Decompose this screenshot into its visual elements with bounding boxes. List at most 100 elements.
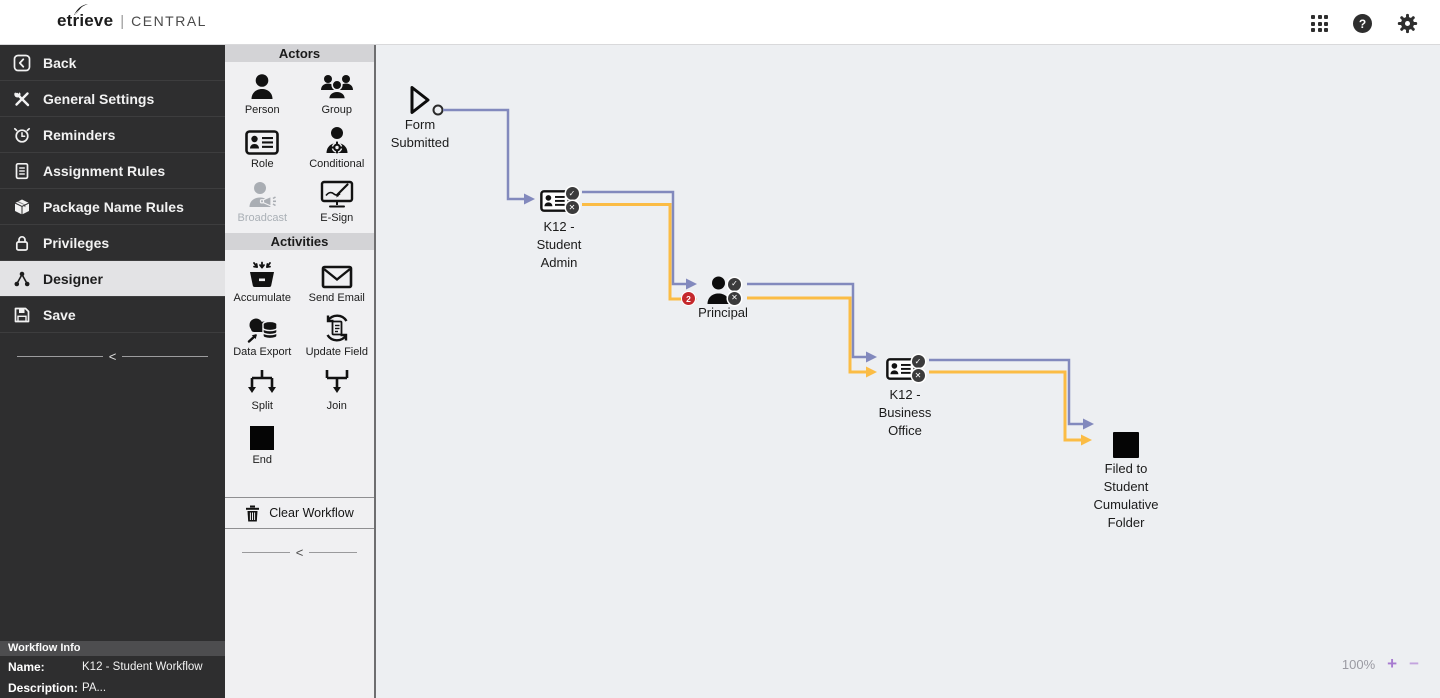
reject-connector-badge[interactable]: ✕	[565, 201, 579, 214]
clear-workflow-button[interactable]: Clear Workflow	[225, 497, 374, 529]
toolbox-item-end[interactable]: End	[225, 417, 300, 471]
zoom-control: 100% + −	[1342, 654, 1419, 674]
workflow-node-principal[interactable]: ✓ ✕ 2 Principal	[678, 276, 768, 322]
end-square-icon	[250, 426, 275, 450]
edge-student-admin-approve	[582, 190, 687, 286]
sidebar-item-label: Assignment Rules	[43, 162, 166, 179]
workflow-node-student-admin[interactable]: ✓ ✕ K12 - Student Admin	[514, 187, 604, 272]
edge-principal-reject	[747, 296, 867, 374]
arrowhead	[1081, 434, 1092, 446]
chevron-left-icon: <	[108, 348, 117, 364]
data-export-icon	[248, 318, 278, 343]
lock-icon	[15, 235, 29, 251]
logo-divider: |	[120, 13, 125, 30]
tools-icon	[14, 91, 30, 106]
sidebar-collapse-handle[interactable]: <	[0, 333, 225, 379]
sidebar-item-package-name-rules[interactable]: Package Name Rules	[0, 189, 225, 225]
conditional-icon	[326, 127, 348, 154]
toolbox-item-data-export[interactable]: Data Export	[225, 309, 300, 363]
workflow-edges	[432, 104, 1094, 446]
accumulate-icon	[250, 261, 275, 287]
toolbox-item-role[interactable]: Role	[225, 121, 300, 175]
settings-gear-icon[interactable]	[1397, 13, 1418, 34]
toolbox-item-update-field[interactable]: Update Field	[300, 309, 375, 363]
node-label: K12 - Student Admin	[536, 219, 582, 270]
node-label: Filed to Student Cumulative Folder	[1093, 461, 1159, 530]
workflow-info-panel: Workflow Info Name: K12 - Student Workfl…	[0, 641, 225, 698]
workflow-info-title: Workflow Info	[0, 641, 225, 656]
arrowhead	[866, 351, 877, 363]
zoom-in-button[interactable]: +	[1387, 654, 1398, 673]
workflow-description-label: Description:	[8, 681, 79, 695]
broadcast-icon	[249, 182, 277, 207]
zoom-level: 100%	[1341, 656, 1376, 672]
person-icon	[707, 276, 730, 304]
sidebar-item-label: Save	[43, 306, 76, 323]
esign-icon	[320, 180, 353, 208]
brand-name: etrieve	[57, 11, 114, 30]
sidebar-item-label: Package Name Rules	[43, 198, 184, 215]
role-card-icon	[245, 130, 280, 155]
sidebar-item-back[interactable]: Back	[0, 45, 225, 81]
person-icon	[251, 74, 273, 99]
pending-count-badge: 2	[682, 292, 695, 305]
workflow-description-value: PA...	[82, 682, 107, 694]
edge-business-office-reject	[929, 370, 1082, 442]
app-logo: etrieve | CENTRAL	[57, 4, 207, 31]
split-icon	[248, 370, 277, 393]
alarm-clock-icon	[13, 127, 31, 143]
sidebar-item-label: Privileges	[43, 234, 110, 251]
toolbox-collapse-handle[interactable]: <	[225, 529, 374, 575]
sidebar-item-label: Reminders	[43, 126, 116, 143]
zoom-out-button[interactable]: −	[1409, 654, 1419, 673]
workflow-node-business-office[interactable]: ✓ ✕ K12 - Business Office	[860, 355, 950, 440]
workflow-node-form-submitted[interactable]: Form Submitted	[375, 85, 465, 152]
arrowhead	[686, 278, 697, 290]
product-name: CENTRAL	[131, 13, 207, 29]
role-card-icon	[885, 357, 916, 380]
start-output-port[interactable]	[432, 104, 444, 116]
sidebar-item-label: Back	[43, 54, 77, 71]
update-field-icon	[326, 314, 348, 342]
group-icon	[320, 75, 353, 100]
edge-principal-approve	[747, 282, 867, 359]
arrowhead	[524, 193, 535, 205]
toolbox-item-esign[interactable]: E-Sign	[300, 175, 375, 229]
workflow-canvas[interactable]: Form Submitted ✓ ✕	[377, 45, 1440, 698]
reject-connector-badge[interactable]: ✕	[728, 291, 741, 305]
toolbox-item-conditional[interactable]: Conditional	[300, 121, 375, 175]
sidebar-item-reminders[interactable]: Reminders	[0, 117, 225, 153]
reject-connector-badge[interactable]: ✕	[911, 369, 925, 382]
toolbox-item-accumulate[interactable]: Accumulate	[225, 255, 300, 309]
approve-connector-badge[interactable]: ✓	[565, 187, 579, 200]
approve-connector-badge[interactable]: ✓	[911, 355, 925, 368]
toolbox-item-person[interactable]: Person	[225, 67, 300, 121]
toolbox-item-group[interactable]: Group	[300, 67, 375, 121]
top-bar: etrieve | CENTRAL ?	[0, 0, 1440, 45]
save-icon	[14, 307, 30, 322]
node-label: K12 - Business Office	[878, 387, 932, 438]
sidebar-item-assignment-rules[interactable]: Assignment Rules	[0, 153, 225, 189]
sidebar-item-privileges[interactable]: Privileges	[0, 225, 225, 261]
approve-connector-badge[interactable]: ✓	[728, 277, 741, 291]
arrowhead	[1083, 418, 1094, 430]
workflow-node-filed-to-folder[interactable]: Filed to Student Cumulative Folder	[1081, 432, 1171, 532]
join-icon	[325, 370, 349, 393]
toolbox-item-broadcast: Broadcast	[225, 175, 300, 229]
sidebar-item-save[interactable]: Save	[0, 297, 225, 333]
help-icon[interactable]: ?	[1353, 14, 1372, 33]
package-icon	[14, 199, 30, 214]
sidebar-item-designer[interactable]: Designer	[0, 261, 225, 297]
email-icon	[321, 265, 353, 289]
edge-start-to-student-admin	[443, 108, 525, 201]
activities-section-header: Activities	[225, 233, 374, 250]
sidebar-item-label: Designer	[43, 270, 103, 287]
chevron-left-icon: <	[295, 544, 304, 560]
toolbox-item-send-email[interactable]: Send Email	[300, 255, 375, 309]
apps-grid-icon[interactable]	[1311, 15, 1328, 32]
network-nodes-icon	[14, 271, 30, 286]
toolbox-item-join[interactable]: Join	[300, 363, 375, 417]
sidebar-item-general-settings[interactable]: General Settings	[0, 81, 225, 117]
toolbox-item-split[interactable]: Split	[225, 363, 300, 417]
